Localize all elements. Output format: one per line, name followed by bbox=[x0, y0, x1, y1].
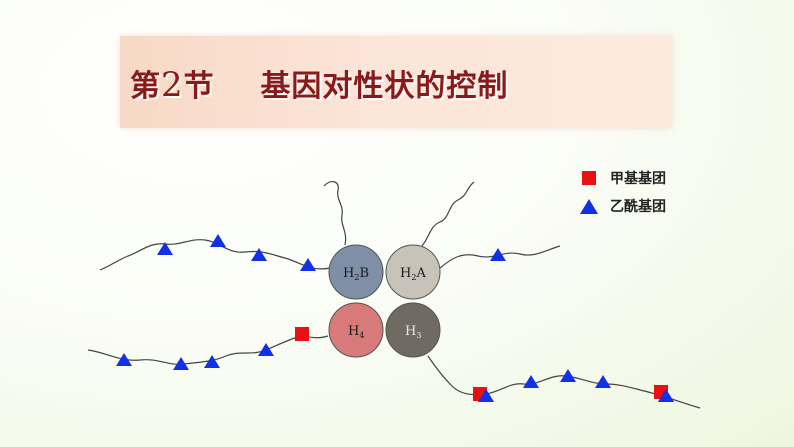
acetyl-triangle-icon bbox=[478, 389, 494, 402]
acetyl-triangle-icon bbox=[595, 375, 611, 388]
histone-tails bbox=[87, 181, 701, 409]
acetyl-triangle-icon bbox=[157, 242, 173, 255]
title-main: 基因对性状的控制 bbox=[260, 69, 509, 104]
histone-h4 bbox=[328, 302, 384, 358]
tail-h2a-top bbox=[421, 181, 475, 247]
acetyl-triangle-icon bbox=[658, 389, 674, 402]
title-banner bbox=[120, 36, 672, 128]
legend-item-methyl: 甲基基团 bbox=[580, 164, 666, 192]
legend-acetyl-label: 乙酰基团 bbox=[610, 199, 666, 215]
histone-h2b bbox=[328, 244, 384, 300]
acetyl-triangle-icon bbox=[251, 248, 267, 261]
acetyl-triangle-icon bbox=[173, 357, 189, 370]
acetyl-triangle-icon bbox=[116, 353, 132, 366]
acetyl-triangle-icon bbox=[204, 355, 220, 368]
acetyl-triangle-icon bbox=[523, 375, 539, 388]
methyl-square-icon bbox=[582, 171, 596, 185]
acetyl-triangle-icon bbox=[560, 369, 576, 382]
legend: 甲基基团 乙酰基团 bbox=[580, 164, 666, 220]
acetyl-triangle-icon bbox=[258, 343, 274, 356]
acetyl-overlays bbox=[478, 389, 674, 402]
histone-h3-label: H3 bbox=[405, 324, 421, 340]
histone-h3 bbox=[385, 302, 441, 358]
tail-h2b-left bbox=[99, 239, 331, 271]
legend-methyl-label: 甲基基团 bbox=[610, 171, 666, 187]
histone-h2a-label: H2A bbox=[400, 266, 426, 282]
methyl-square-icon bbox=[295, 327, 309, 341]
title-number: 2 bbox=[161, 65, 184, 105]
page-title: 第2节 基因对性状的控制 bbox=[130, 60, 508, 110]
acetyl-triangle-icon bbox=[210, 234, 226, 247]
acetyl-triangle-icon bbox=[300, 258, 316, 271]
acetyl-triangle-icon bbox=[490, 248, 506, 261]
histone-core: H2B H2A H4 H3 bbox=[328, 244, 441, 358]
histone-h2a bbox=[385, 244, 441, 300]
title-suffix: 节 bbox=[183, 69, 215, 104]
tail-h2b-top bbox=[323, 181, 347, 246]
legend-item-acetyl: 乙酰基团 bbox=[580, 192, 666, 220]
histone-h4-label: H4 bbox=[348, 324, 364, 340]
tail-h3-bottom bbox=[427, 355, 701, 409]
histone-h2b-label: H2B bbox=[343, 266, 369, 282]
acetyl-triangle-icon bbox=[580, 198, 598, 214]
title-prefix: 第 bbox=[130, 69, 161, 104]
